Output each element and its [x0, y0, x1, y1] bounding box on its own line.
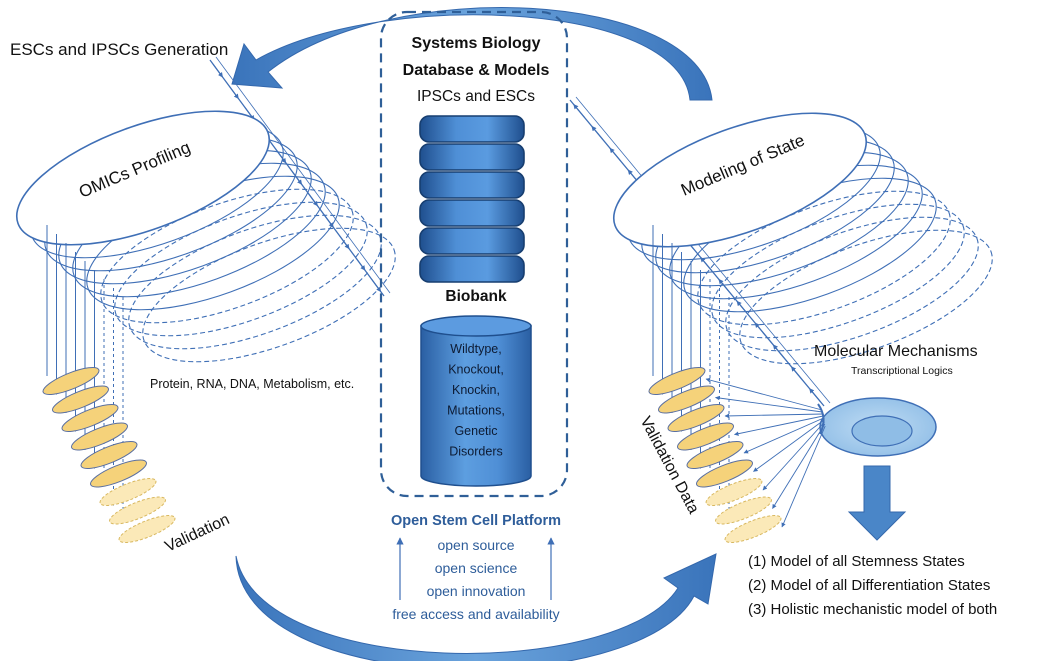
validation-yellow-ellipse [724, 515, 782, 543]
center-subtitle: IPSCs and ESCs [417, 88, 535, 105]
fan-arrow [781, 425, 826, 528]
validation-data-stack [648, 225, 782, 543]
omics-ellipse [114, 201, 368, 337]
left-diagonal-arrows [209, 56, 391, 297]
validation-yellow-ellipse [715, 496, 772, 525]
omics-yellow-ellipse [80, 441, 138, 469]
left-diagonal-tick-arrow [339, 235, 350, 250]
validation-yellow-ellipse [705, 478, 763, 506]
platform-line: open source [437, 537, 514, 553]
modeling-ellipse [697, 190, 951, 326]
omics-yellow-ellipse [52, 385, 109, 414]
left-diagonal-tick-arrow [355, 257, 366, 271]
biobank-label: Biobank [445, 288, 507, 305]
center-title-line2: Database & Models [403, 62, 550, 79]
right-diagonal-tick-arrow [809, 388, 821, 402]
modeling-ellipse [725, 216, 979, 352]
omics-ellipse [142, 227, 396, 363]
left-diagonal-tick-arrow [291, 171, 303, 185]
right-diagonal-tick-arrow [754, 322, 767, 337]
fan-arrow [734, 415, 824, 436]
database-slab [419, 171, 525, 199]
biobank-items: Wildtype, Knockout, Knockin, Mutations, Gene… [447, 342, 505, 459]
bottom-cycle-arrow [235, 553, 717, 661]
fan-arrow [753, 419, 825, 472]
left-diagonal-tick-arrow [212, 63, 224, 78]
modeling-ellipse-stack [612, 112, 993, 365]
omics-yellow-ellipse [118, 515, 176, 543]
biobank-item: Knockout, [448, 363, 504, 377]
omics-yellow-ellipse [90, 459, 147, 488]
left-diagonal-tick-arrow [307, 192, 318, 207]
outcome-item: (1) Model of all Stemness States [748, 553, 965, 570]
right-diagonal-tick-arrow [573, 103, 585, 118]
down-arrow-icon [847, 465, 907, 541]
biobank-cylinder-icon [420, 315, 532, 487]
left-diagonal-tick-arrow [370, 278, 382, 293]
right-diagonal-tick-arrow [609, 147, 622, 162]
database-slab [419, 143, 525, 171]
biobank-item: Genetic [454, 424, 497, 438]
modeling-ellipse [739, 229, 993, 365]
fan-arrow [743, 417, 824, 454]
biobank-item: Disorders [449, 445, 503, 459]
omics-yellow-ellipse [109, 496, 166, 525]
fan-arrow [772, 423, 826, 509]
omics-yellow-ellipse [42, 367, 100, 395]
mechanisms-title: Molecular Mechanisms [814, 343, 978, 360]
validation-yellow-ellipse [648, 367, 706, 395]
validation-yellow-ellipse [686, 441, 744, 469]
database-slab [419, 255, 525, 283]
biobank-item: Knockin, [452, 383, 500, 397]
top-cycle-arrow [231, 7, 713, 101]
database-icon [419, 115, 525, 283]
fan-arrow [715, 395, 823, 413]
modeling-ellipse [612, 112, 868, 248]
omics-yellow-ellipse [61, 404, 119, 432]
omics-yellow-ellipse [99, 478, 157, 506]
biobank-item: Mutations, [447, 404, 505, 418]
validation-yellow-ellipse [667, 404, 725, 432]
platform-line: open science [435, 560, 518, 576]
omics-validation-stack [42, 225, 176, 543]
biobank-item: Wildtype, [450, 342, 501, 356]
omics-ellipse-stack [15, 110, 396, 363]
right-diagonal-tick-arrow [772, 344, 785, 359]
database-slab [419, 227, 525, 255]
platform-title: Open Stem Cell Platform [391, 513, 561, 529]
mechanism-fan-arrows [705, 377, 826, 528]
modeling-ellipse [711, 203, 965, 339]
right-diagonal-tick-arrow [591, 125, 604, 140]
database-slab [419, 115, 525, 143]
database-slab [419, 199, 525, 227]
right-diagonal-tick-arrow [790, 366, 803, 381]
center-title-line1: Systems Biology [412, 35, 541, 52]
platform-line: free access and availability [392, 606, 559, 622]
right-diagonal-tick-arrow [700, 256, 712, 271]
omics-yellow-ellipse [71, 422, 128, 451]
validation-yellow-ellipse [696, 459, 753, 488]
omics-ellipse [100, 188, 354, 324]
platform-lines: open source open science open innovation fr… [392, 537, 559, 622]
generation-label: ESCs and IPSCs Generation [10, 40, 228, 59]
omics-ellipse [15, 110, 271, 246]
fan-arrow [724, 413, 823, 419]
platform-line: open innovation [427, 583, 526, 599]
mechanisms-subtitle: Transcriptional Logics [851, 365, 953, 377]
left-diagonal-tick-arrow [228, 85, 239, 100]
systems-biology-box [379, 10, 569, 498]
cell-icon [819, 397, 937, 457]
fan-arrow [762, 421, 825, 491]
validation-yellow-ellipse [677, 422, 734, 451]
outcomes-list: (1) Model of all Stemness States (2) Mode… [748, 553, 997, 618]
fan-arrow [705, 377, 823, 411]
omics-types-label: Protein, RNA, DNA, Metabolism, etc. [150, 377, 354, 391]
outcome-item: (2) Model of all Differentiation States [748, 577, 990, 594]
validation-yellow-ellipse [658, 385, 715, 414]
outcome-item: (3) Holistic mechanistic model of both [748, 601, 997, 618]
